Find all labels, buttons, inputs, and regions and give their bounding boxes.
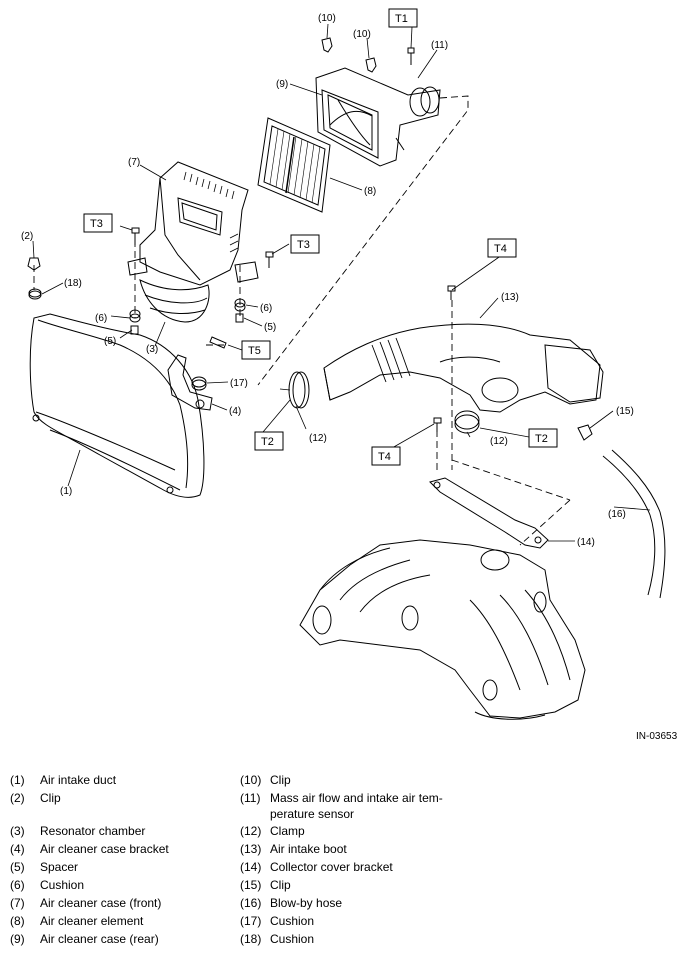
air-cleaner-case-front bbox=[127, 161, 259, 286]
callout-1: (1) bbox=[60, 486, 72, 497]
air-cleaner-case-rear bbox=[315, 67, 441, 167]
fasteners-left bbox=[129, 227, 274, 349]
callout-8: (8) bbox=[364, 186, 376, 197]
clips-10 bbox=[321, 37, 415, 73]
torque-tags: T1 T3 T3 T5 T2 T2 T4 T4 bbox=[83, 8, 558, 466]
torque-tag-t3b: T3 bbox=[290, 234, 320, 254]
leader-lines bbox=[32, 23, 651, 542]
callout-6b: (6) bbox=[260, 303, 272, 314]
collector-cover-bracket bbox=[429, 477, 549, 549]
callout-10a: (10) bbox=[318, 13, 336, 24]
callout-14: (14) bbox=[577, 537, 595, 548]
svg-text:T2: T2 bbox=[535, 433, 548, 445]
callout-13: (13) bbox=[501, 292, 519, 303]
callout-11: (11) bbox=[431, 40, 448, 51]
fasteners-right bbox=[433, 285, 456, 432]
callout-16: (16) bbox=[608, 509, 626, 520]
clip-18 bbox=[27, 257, 42, 300]
callout-17: (17) bbox=[230, 378, 248, 389]
svg-text:T1: T1 bbox=[395, 13, 408, 25]
figure-id: IN-03653 bbox=[636, 731, 678, 742]
callout-9: (9) bbox=[276, 79, 288, 90]
svg-text:T3: T3 bbox=[90, 218, 103, 230]
svg-text:T5: T5 bbox=[248, 345, 261, 357]
callout-10b: (10) bbox=[353, 29, 371, 40]
alignment-lines bbox=[33, 95, 571, 546]
resonator-chamber bbox=[139, 279, 210, 323]
callouts: (10) (10) (11) (9) (7) (8) (2) (18) (6) … bbox=[21, 13, 634, 548]
torque-tag-t2b: T2 bbox=[528, 428, 558, 448]
svg-text:T4: T4 bbox=[494, 243, 507, 255]
callout-15: (15) bbox=[616, 406, 634, 417]
callout-5a: (5) bbox=[104, 336, 116, 347]
callout-7: (7) bbox=[128, 157, 140, 168]
callout-12b: (12) bbox=[490, 436, 508, 447]
air-intake-boot bbox=[323, 323, 604, 413]
air-cleaner-element bbox=[257, 117, 331, 213]
callout-3: (3) bbox=[146, 344, 158, 355]
callout-6a: (6) bbox=[95, 313, 107, 324]
torque-tag-t5: T5 bbox=[241, 340, 271, 360]
torque-tag-t4b: T4 bbox=[371, 446, 401, 466]
callout-18: (18) bbox=[64, 278, 82, 289]
svg-text:T4: T4 bbox=[378, 451, 391, 463]
torque-tag-t1: T1 bbox=[388, 8, 418, 28]
intake-manifold bbox=[299, 539, 586, 720]
torque-tag-t3a: T3 bbox=[83, 213, 113, 233]
air-intake-duct bbox=[29, 313, 205, 498]
exploded-parts-diagram: (10) (10) (11) (9) (7) (8) (2) (18) (6) … bbox=[21, 8, 666, 720]
clamps bbox=[288, 371, 480, 434]
callout-12a: (12) bbox=[309, 433, 327, 444]
torque-tag-t4a: T4 bbox=[487, 238, 517, 258]
svg-text:T2: T2 bbox=[261, 436, 274, 448]
torque-tag-t2a: T2 bbox=[254, 431, 284, 451]
callout-5b: (5) bbox=[264, 322, 276, 333]
callout-2: (2) bbox=[21, 231, 33, 242]
callout-4: (4) bbox=[229, 406, 241, 417]
svg-text:T3: T3 bbox=[297, 239, 310, 251]
air-cleaner-case-bracket bbox=[167, 354, 213, 411]
blow-by-hose bbox=[577, 424, 666, 599]
